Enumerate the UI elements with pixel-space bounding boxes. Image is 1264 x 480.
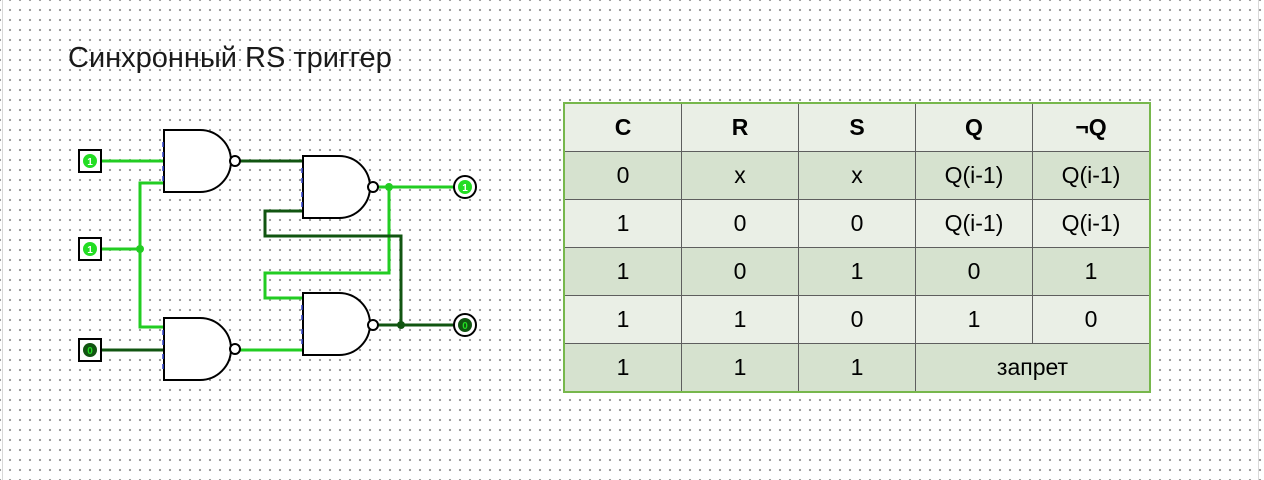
frame-right-border <box>1258 0 1259 480</box>
low-wires <box>101 159 454 352</box>
header-r: R <box>681 102 799 152</box>
logic-circuit: 1 1 0 1 0 <box>78 129 477 381</box>
table-cell: 1 <box>563 343 682 393</box>
truth-table: C R S Q ¬Q 0 x x Q(i-1) Q(i-1) 1 0 0 Q(i… <box>563 102 1151 393</box>
table-cell: 0 <box>681 199 799 248</box>
table-cell: 0 <box>798 295 916 344</box>
header-s: S <box>798 102 916 152</box>
junction-not-q <box>397 321 405 329</box>
nand-gate-3 <box>163 317 241 381</box>
junction-c <box>136 245 144 253</box>
output-pin-not-q: 0 <box>453 313 477 337</box>
output-pin-not-q-value: 0 <box>462 321 468 332</box>
table-cell: 1 <box>563 247 682 296</box>
diagram-title: Синхронный RS триггер <box>68 42 392 74</box>
table-cell: 1 <box>563 295 682 344</box>
frame-left-border <box>2 0 3 480</box>
wire-not-q-feedback <box>263 209 403 325</box>
table-cell: 0 <box>563 151 682 200</box>
table-cell: 1 <box>681 343 799 393</box>
table-cell: 0 <box>1032 295 1151 344</box>
input-pin-c[interactable]: 1 <box>78 237 102 261</box>
nand-gate-1 <box>163 129 241 193</box>
input-pin-r[interactable]: 0 <box>78 338 102 362</box>
nand-gate-4 <box>302 292 379 356</box>
table-cell: 1 <box>681 295 799 344</box>
table-row: 1 0 1 0 1 <box>563 247 1151 296</box>
table-cell: 1 <box>798 247 916 296</box>
table-row: 1 0 0 Q(i-1) Q(i-1) <box>563 199 1151 248</box>
table-header-row: C R S Q ¬Q <box>563 102 1151 152</box>
header-not-q: ¬Q <box>1032 102 1151 152</box>
table-cell: Q(i-1) <box>1032 199 1151 248</box>
wire-q-feedback <box>263 187 391 300</box>
table-cell: Q(i-1) <box>915 151 1033 200</box>
input-pin-c-value: 1 <box>87 245 93 256</box>
output-pin-q: 1 <box>453 175 477 199</box>
high-wires <box>101 159 454 352</box>
table-row: 0 x x Q(i-1) Q(i-1) <box>563 151 1151 200</box>
header-q: Q <box>915 102 1033 152</box>
table-cell: 1 <box>563 199 682 248</box>
gate-pin-ticks <box>162 142 303 369</box>
table-cell: 1 <box>1032 247 1151 296</box>
table-cell-forbidden: запрет <box>915 343 1151 393</box>
table-row: 1 1 1 запрет <box>563 343 1151 393</box>
wire-c-bus <box>138 181 163 329</box>
junction-q <box>385 183 393 191</box>
input-pin-r-value: 0 <box>87 346 93 357</box>
table-cell: Q(i-1) <box>1032 151 1151 200</box>
table-cell: 0 <box>681 247 799 296</box>
input-pin-s[interactable]: 1 <box>78 149 102 173</box>
table-cell: 0 <box>915 247 1033 296</box>
nand-gate-2 <box>302 155 379 219</box>
table-cell: x <box>798 151 916 200</box>
table-cell: 1 <box>798 343 916 393</box>
output-pin-q-value: 1 <box>462 183 468 194</box>
table-cell: 0 <box>798 199 916 248</box>
header-c: C <box>563 102 682 152</box>
input-pin-s-value: 1 <box>87 157 93 168</box>
table-row: 1 1 0 1 0 <box>563 295 1151 344</box>
table-cell: 1 <box>915 295 1033 344</box>
table-cell: x <box>681 151 799 200</box>
table-cell: Q(i-1) <box>915 199 1033 248</box>
